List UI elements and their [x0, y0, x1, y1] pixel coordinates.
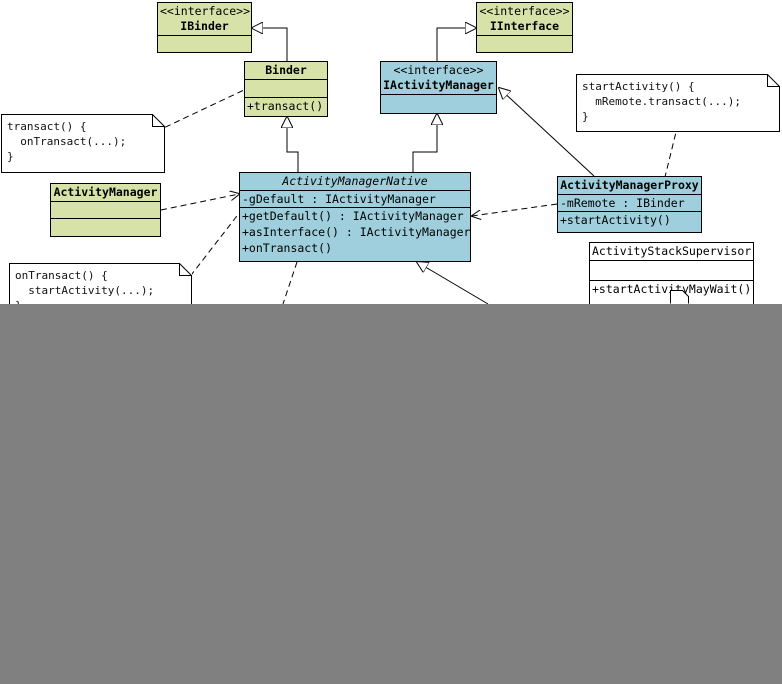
note-startactivity-text: startActivity() { mRemote.transact(...);…: [582, 80, 741, 123]
note-transact[interactable]: transact() { onTransact(...); }: [1, 114, 165, 173]
activitymanagerproxy-method: +startActivity(): [558, 211, 701, 228]
edge-am-amn: [160, 194, 239, 211]
anchor-note-startactivity: [664, 123, 679, 178]
activitymanager-attributes: [51, 201, 160, 218]
note-ontransact-text: onTransact() { startActivity(...); }: [15, 269, 155, 312]
class-binder[interactable]: Binder +transact(): [244, 61, 328, 117]
edge-amn-iactivitymanager: [412, 114, 437, 172]
occluded-region: [0, 304, 782, 684]
activitymanagerproxy-attribute: -mRemote : IBinder: [558, 194, 701, 211]
edge-proxy-amn: [472, 203, 558, 216]
ibinder-stereotype: <<interface>>: [160, 4, 251, 18]
class-activitymanager[interactable]: ActivityManager: [50, 183, 161, 237]
activitystacksupervisor-name: ActivityStackSupervisor: [592, 244, 752, 258]
iinterface-stereotype: <<interface>>: [479, 4, 570, 18]
iactivitymanager-stereotype: <<interface>>: [393, 63, 484, 77]
activitymanagernative-method-getdefault: +getDefault() : IActivityManager: [242, 209, 464, 223]
ibinder-body: [158, 35, 251, 51]
activitymanagernative-method-ontransact: +onTransact(): [242, 241, 333, 255]
activitystacksupervisor-method: +startActivityMayWait(): [590, 280, 753, 296]
activitymanagerproxy-name: ActivityManagerProxy: [560, 178, 699, 192]
activitymanager-name: ActivityManager: [53, 185, 158, 199]
edge-binder-ibinder: [252, 28, 288, 61]
activitymanagernative-name: ActivityManagerNative: [282, 174, 428, 188]
note-startactivity-frame: [576, 74, 780, 132]
iactivitymanager-body: [381, 94, 496, 111]
class-activitymanagerproxy[interactable]: ActivityManagerProxy -mRemote : IBinder …: [557, 176, 702, 233]
note-transact-frame: [1, 114, 165, 173]
edge-proxy-iactivitymanager: [499, 88, 595, 177]
note-corner-icon: [670, 290, 689, 304]
activitystacksupervisor-attributes: [590, 260, 753, 280]
edge-amn-binder: [287, 117, 299, 172]
iinterface-body: [477, 35, 572, 51]
binder-name: Binder: [265, 63, 307, 77]
iactivitymanager-name: IActivityManager: [383, 78, 494, 92]
class-ibinder[interactable]: <<interface>> IBinder: [157, 2, 252, 53]
edge-iactivitymanager-iinterface: [436, 28, 476, 61]
activitymanager-methods: [51, 218, 160, 236]
edge-hidden-amn: [417, 262, 489, 305]
activitymanagernative-method-asinterface: +asInterface() : IActivityManager: [242, 225, 470, 239]
activitymanagernative-attribute: -gDefault : IActivityManager: [240, 190, 470, 207]
note-startactivity[interactable]: startActivity() { mRemote.transact(...);…: [576, 74, 780, 132]
anchor-amn-hidden: [282, 261, 298, 305]
class-iactivitymanager[interactable]: <<interface>> IActivityManager: [380, 61, 497, 114]
class-iinterface[interactable]: <<interface>> IInterface: [476, 2, 573, 53]
ibinder-name: IBinder: [180, 19, 229, 33]
note-transact-text: transact() { onTransact(...); }: [7, 120, 127, 163]
activitymanagernative-methods: +getDefault() : IActivityManager +asInte…: [240, 207, 470, 256]
iinterface-name: IInterface: [489, 19, 560, 33]
binder-method: +transact(): [245, 97, 327, 114]
class-activitystacksupervisor[interactable]: ActivityStackSupervisor +startActivityMa…: [589, 242, 754, 304]
binder-attributes: [245, 79, 327, 97]
anchor-note-ontransact: [177, 211, 241, 293]
class-activitymanagernative[interactable]: ActivityManagerNative -gDefault : IActiv…: [239, 172, 471, 262]
